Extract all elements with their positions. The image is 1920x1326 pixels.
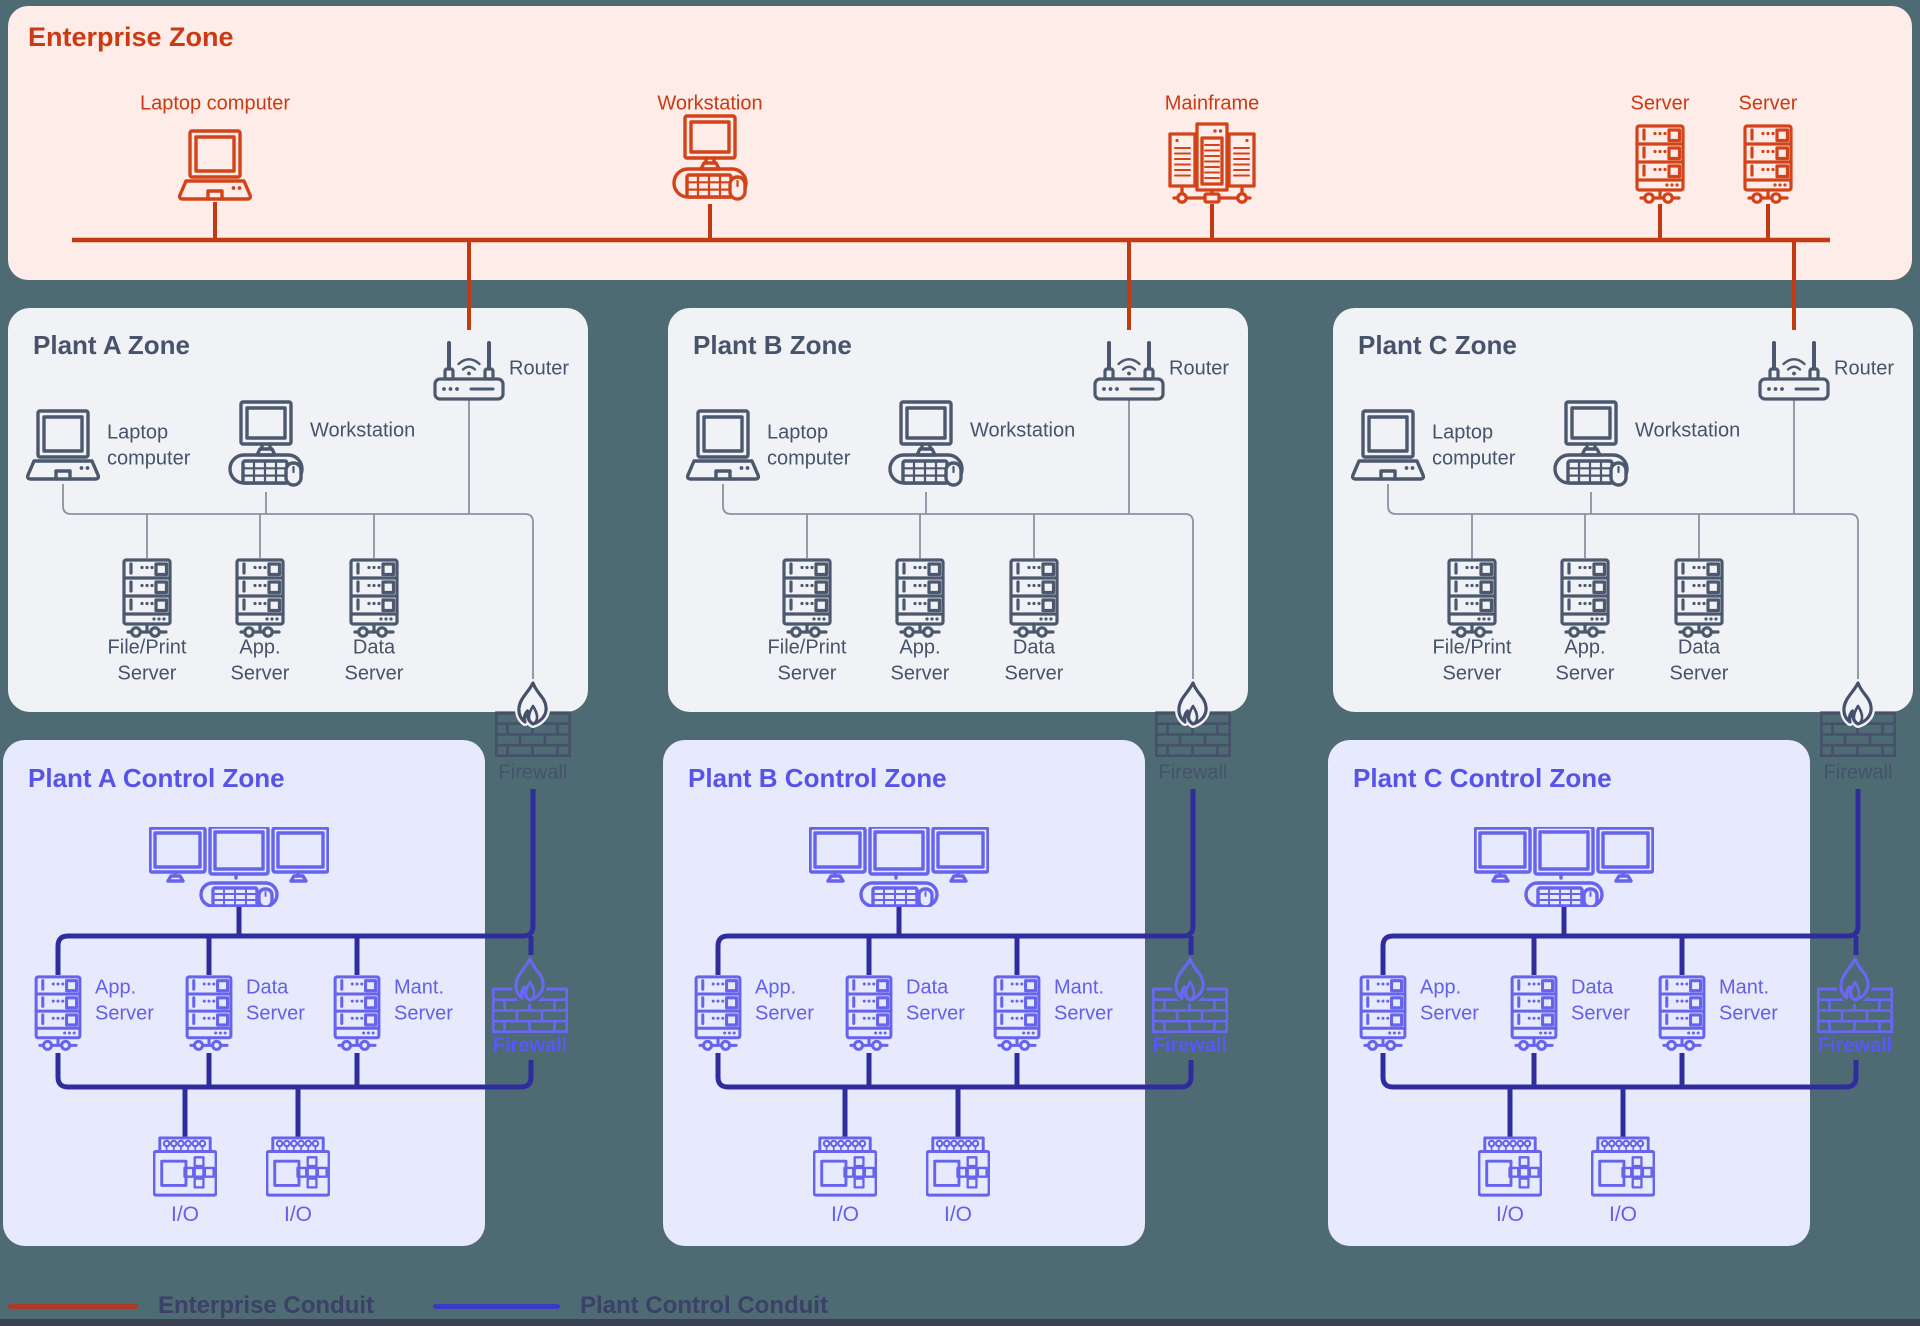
- control-data-server-label: Data Server: [1571, 976, 1630, 1025]
- column-b-graphics: [688, 242, 1230, 1195]
- io-label: I/O: [1495, 1203, 1525, 1226]
- data-server-label: Data Server: [1669, 636, 1729, 685]
- workstation-label: Workstation: [310, 419, 416, 442]
- workstation-label: Workstation: [1635, 419, 1741, 442]
- laptop-label: Laptop computer: [107, 421, 191, 470]
- control-zone-title: Plant B Control Zone: [688, 763, 947, 793]
- control-app-server-label: App. Server: [755, 976, 814, 1025]
- control-data-server-label: Data Server: [246, 976, 305, 1025]
- data-server-label: Data Server: [1004, 636, 1064, 685]
- plant-zone-title: Plant B Zone: [693, 330, 852, 360]
- app-server-label: App. Server: [230, 636, 290, 685]
- data-server-label: Data Server: [344, 636, 404, 685]
- zone-firewall-label: Firewall: [498, 761, 568, 784]
- enterprise-conduit-legend-label: Enterprise Conduit: [158, 1292, 375, 1319]
- plant-zone-title: Plant C Zone: [1358, 330, 1517, 360]
- io-label: I/O: [830, 1203, 860, 1226]
- file-print-server-label: File/Print Server: [767, 636, 847, 685]
- control-firewall-label: Firewall: [1817, 1034, 1893, 1057]
- enterprise-workstation-icon: [672, 114, 748, 201]
- enterprise-zone-title: Enterprise Zone: [28, 22, 234, 52]
- mainframe-icon: [1168, 122, 1256, 204]
- control-app-server-label: App. Server: [1420, 976, 1479, 1025]
- control-firewall-label: Firewall: [1152, 1034, 1228, 1057]
- control-firewall-label: Firewall: [492, 1034, 568, 1057]
- enterprise-server-icon: [1743, 124, 1793, 204]
- plant-a-control-zone-card: [3, 740, 485, 1246]
- plant-c-control-zone-card: [1328, 740, 1810, 1246]
- io-label: I/O: [943, 1203, 973, 1226]
- io-label: I/O: [283, 1203, 313, 1226]
- control-zone-title: Plant C Control Zone: [1353, 763, 1612, 793]
- plant-zone-title: Plant A Zone: [33, 330, 190, 360]
- enterprise-laptop-label: Laptop computer: [139, 92, 291, 115]
- enterprise-workstation-label: Workstation: [657, 92, 763, 115]
- enterprise-laptop-icon: [177, 129, 253, 201]
- plant-control-conduit-legend-label: Plant Control Conduit: [580, 1292, 828, 1319]
- control-mant-server-label: Mant. Server: [1719, 976, 1778, 1025]
- enterprise-zone-card: [8, 6, 1912, 280]
- control-mant-server-label: Mant. Server: [394, 976, 453, 1025]
- router-label: Router: [1169, 357, 1230, 380]
- laptop-label: Laptop computer: [767, 421, 851, 470]
- zone-firewall-label: Firewall: [1158, 761, 1228, 784]
- enterprise-server-label: Server: [1738, 92, 1798, 115]
- plant-b-control-zone-card: [663, 740, 1145, 1246]
- app-server-label: App. Server: [890, 636, 950, 685]
- enterprise-server-icon: [1635, 124, 1685, 204]
- column-a-graphics: [28, 242, 570, 1195]
- router-label: Router: [1834, 357, 1895, 380]
- app-server-label: App. Server: [1555, 636, 1615, 685]
- file-print-server-label: File/Print Server: [1432, 636, 1512, 685]
- mainframe-label: Mainframe: [1164, 92, 1260, 115]
- file-print-server-label: File/Print Server: [107, 636, 187, 685]
- control-zone-title: Plant A Control Zone: [28, 763, 285, 793]
- control-mant-server-label: Mant. Server: [1054, 976, 1113, 1025]
- io-label: I/O: [170, 1203, 200, 1226]
- router-label: Router: [509, 357, 570, 380]
- enterprise-device-stubs: [213, 202, 1770, 238]
- enterprise-server-label: Server: [1630, 92, 1690, 115]
- control-data-server-label: Data Server: [906, 976, 965, 1025]
- workstation-label: Workstation: [970, 419, 1076, 442]
- zone-firewall-label: Firewall: [1823, 761, 1893, 784]
- plant-control-conduit-legend-line: [433, 1304, 560, 1309]
- io-label: I/O: [1608, 1203, 1638, 1226]
- laptop-label: Laptop computer: [1432, 421, 1516, 470]
- bottom-edge-strip: [0, 1319, 1920, 1326]
- enterprise-conduit-legend-line: [8, 1304, 138, 1309]
- column-c-graphics: [1353, 242, 1895, 1195]
- control-app-server-label: App. Server: [95, 976, 154, 1025]
